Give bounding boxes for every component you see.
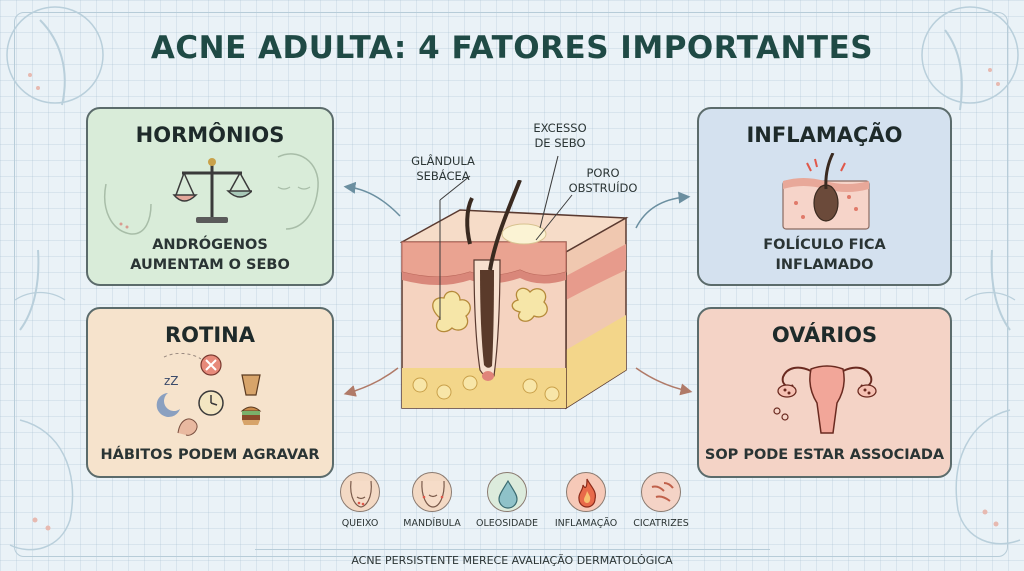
flame-icon <box>566 472 606 512</box>
card-ovarios: OVÁRIOS SOP PODE ESTAR ASSOCIADA <box>697 307 952 478</box>
svg-text:zZ: zZ <box>164 374 179 388</box>
inflamed-follicle-icon <box>782 153 870 230</box>
lifestyle-habits-icon: zZ <box>156 353 262 436</box>
card-hormonios: HORMÔNIOS ANDRÓGENOS AUMENTAM O SEBO <box>86 107 334 286</box>
face-sketch-right-icon <box>277 153 319 230</box>
callout-excesso: EXCESSO DE SEBO <box>520 121 600 151</box>
hair-follicle-side-left-icon <box>14 249 66 331</box>
jaw-icon <box>412 472 452 512</box>
card-inflamacao-subtitle: FOLÍCULO FICA INFLAMADO <box>699 235 950 275</box>
page-title: ACNE ADULTA: 4 FATORES IMPORTANTES <box>150 30 874 66</box>
skin-cross-section-diagram <box>400 180 629 410</box>
hair-follicle-side-right-icon <box>964 249 1016 331</box>
uterus-ovaries-icon <box>773 365 877 434</box>
callout-glandula-line1: GLÂNDULA <box>411 154 475 168</box>
area-label: MANDÍBULA <box>403 518 461 529</box>
area-label: OLEOSIDADE <box>475 518 539 529</box>
area-item-queixo: QUEIXO <box>325 472 395 529</box>
area-label: INFLAMAÇÃO <box>554 518 618 529</box>
callout-glandula: GLÂNDULA SEBÁCEA <box>398 154 488 184</box>
card-ovarios-subtitle: SOP PODE ESTAR ASSOCIADA <box>699 445 950 465</box>
arrow-to-hormonios <box>343 181 401 217</box>
card-rotina-line1: HÁBITOS PODEM AGRAVAR <box>100 447 320 463</box>
area-label: QUEIXO <box>341 518 379 529</box>
arrow-to-ovarios <box>635 367 693 396</box>
face-outline-top-left-icon <box>6 6 104 106</box>
area-item-cicatrizes: CICATRIZES <box>626 472 696 529</box>
callout-excesso-line1: EXCESSO <box>533 121 587 135</box>
card-ovarios-line1: SOP PODE ESTAR ASSOCIADA <box>704 447 945 463</box>
card-hormonios-title: HORMÔNIOS <box>135 123 285 147</box>
card-rotina-subtitle: HÁBITOS PODEM AGRAVAR <box>88 445 332 465</box>
footer-divider <box>255 549 770 550</box>
callout-excesso-line2: DE SEBO <box>534 136 586 150</box>
card-rotina-title: ROTINA <box>165 323 255 347</box>
area-label: CICATRIZES <box>633 518 689 529</box>
area-item-mandibula: MANDÍBULA <box>397 472 467 529</box>
scar-icon <box>641 472 681 512</box>
callout-poro: PORO OBSTRUÍDO <box>558 166 648 196</box>
area-item-inflamacao: INFLAMAÇÃO <box>551 472 621 529</box>
face-sketch-left-icon <box>104 183 152 235</box>
arrow-to-inflamacao <box>635 191 691 229</box>
card-hormonios-line1: ANDRÓGENOS <box>152 237 268 253</box>
callout-glandula-line2: SEBÁCEA <box>416 169 470 183</box>
oil-drop-icon <box>487 472 527 512</box>
card-hormonios-subtitle: ANDRÓGENOS AUMENTAM O SEBO <box>88 235 332 275</box>
card-hormonios-line2: AUMENTAM O SEBO <box>130 257 290 273</box>
face-outline-bottom-right-icon <box>955 409 1021 545</box>
arrow-to-rotina <box>343 367 399 397</box>
face-outline-bottom-left-icon <box>9 419 74 551</box>
page-frame <box>14 12 1008 557</box>
callout-poro-line1: PORO <box>586 166 620 180</box>
card-inflamacao-line2: INFLAMADO <box>775 257 874 273</box>
face-outline-top-right-icon <box>921 6 1019 111</box>
card-inflamacao-line1: FOLÍCULO FICA <box>763 237 886 253</box>
card-rotina: ROTINA zZ HÁBITOS PODEM AGRAVAR <box>86 307 334 478</box>
card-inflamacao-title: INFLAMAÇÃO <box>746 123 903 147</box>
card-ovarios-title: OVÁRIOS <box>771 323 878 347</box>
callout-poro-line2: OBSTRUÍDO <box>568 181 638 195</box>
area-item-oleosidade: OLEOSIDADE <box>472 472 542 529</box>
footer-note: ACNE PERSISTENTE MERECE AVALIAÇÃO DERMAT… <box>351 554 673 567</box>
card-inflamacao: INFLAMAÇÃO FOLÍCULO FICA INFLAMADO <box>697 107 952 286</box>
balance-scale-icon <box>172 158 252 223</box>
chin-icon <box>340 472 380 512</box>
